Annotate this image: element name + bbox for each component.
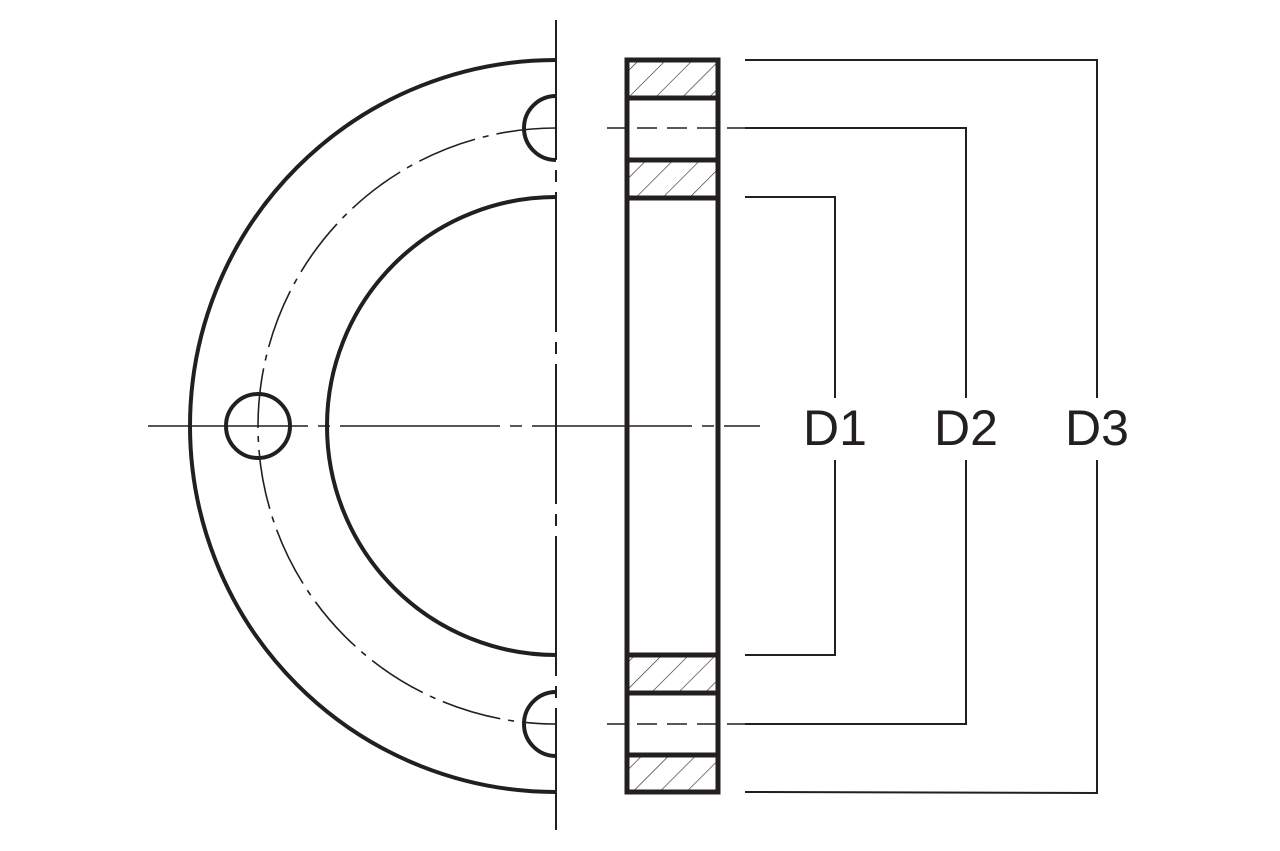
hatch-bottom-inner — [627, 655, 718, 693]
hatch-top-outer — [627, 60, 718, 98]
label-d2: D2 — [934, 400, 998, 456]
dimension-line-d3-top — [745, 59, 1098, 398]
flange-section-outline — [624, 57, 721, 795]
dimension-line-d2-bottom — [745, 460, 967, 725]
bolt-hole-bottom-half — [522, 690, 557, 758]
hatch-top-inner — [627, 160, 718, 198]
hatch-bottom-outer — [627, 755, 718, 792]
dimension-line-d2-top — [745, 127, 967, 398]
bolt-hole-top-half — [522, 94, 557, 162]
label-d1: D1 — [803, 400, 867, 456]
dimension-line-d1-top — [745, 196, 836, 398]
dimension-line-d1-bottom — [745, 460, 836, 656]
label-d3: D3 — [1065, 400, 1129, 456]
dimension-line-d3-bottom — [744, 460, 1098, 795]
